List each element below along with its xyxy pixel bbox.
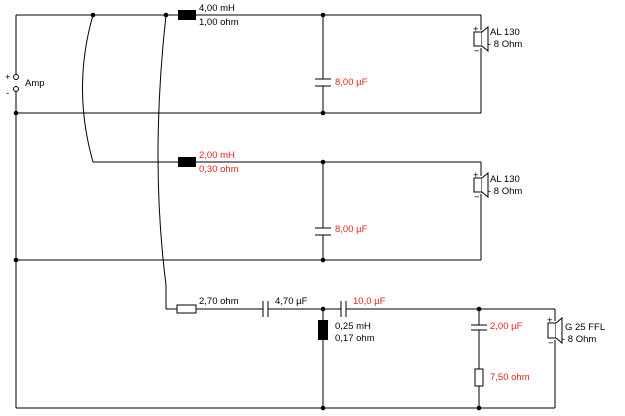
amp-label: Amp — [25, 78, 45, 89]
branch3-inductor-value: 0,25 mH — [335, 321, 371, 332]
branch1: 4,00 mH 1,00 ohm 8,00 µF + − AL 130 - 8 … — [178, 3, 522, 88]
branch1-speaker-minus: − — [474, 46, 480, 57]
branch1-inductor-resistance: 1,00 ohm — [199, 17, 239, 28]
branch2-inductor-resistance: 0,30 ohm — [199, 164, 239, 175]
junction-dot — [476, 306, 482, 312]
branch2-inductor-value: 2,00 mH — [199, 150, 235, 161]
branch3-inductor — [318, 320, 328, 340]
branch3-speaker-plus: + — [547, 315, 553, 326]
junction-dot — [163, 12, 169, 18]
branch3-resistor2 — [474, 368, 484, 387]
branch2-speaker-name: AL 130 — [490, 174, 520, 185]
branch2-inductor — [178, 157, 196, 167]
branch1-speaker-icon — [473, 25, 489, 53]
branch2-speaker-plus: + — [473, 170, 479, 181]
junction-dot — [320, 405, 326, 411]
branch3-capacitor3-value: 2,00 µF — [490, 321, 523, 332]
junction-dot — [320, 12, 326, 18]
branch2-speaker-impedance: - 8 Ohm — [488, 186, 522, 197]
junctions — [13, 12, 482, 411]
branch2-capacitor-value: 8,00 µF — [335, 224, 368, 235]
branch2-feeder — [82, 14, 94, 163]
branch1-inductor — [178, 10, 196, 20]
branch3-inductor-resistance: 0,17 ohm — [335, 333, 375, 344]
amp-minus-label: - — [6, 88, 9, 99]
branch2-speaker-icon — [473, 171, 489, 199]
branch3-resistor — [176, 304, 197, 314]
branch3: 2,70 ohm 4,70 µF 10,0 µF 0,25 mH 0,17 oh… — [176, 296, 605, 387]
junction-dot — [320, 306, 326, 312]
amp-minus-terminal — [13, 86, 19, 92]
branch2-speaker-minus: − — [474, 192, 480, 203]
junction-dot — [320, 257, 326, 263]
branch1-speaker-name: AL 130 — [490, 27, 520, 38]
branch1-speaker-impedance: - 8 Ohm — [488, 39, 522, 50]
junction-dot — [13, 110, 19, 116]
junction-dot — [13, 257, 19, 263]
branch1-speaker-plus: + — [473, 24, 479, 35]
branch3-speaker-minus: − — [548, 338, 554, 349]
branch3-resistor-value: 2,70 ohm — [199, 296, 239, 307]
branch3-resistor2-value: 7,50 ohm — [490, 372, 530, 383]
wires — [15, 14, 556, 409]
branch3-speaker-icon — [547, 316, 563, 345]
amp-plus-terminal — [13, 74, 19, 80]
branch3-capacitor2-value: 10,0 µF — [353, 296, 386, 307]
junction-dot — [90, 12, 96, 18]
branch1-capacitor-value: 8,00 µF — [335, 77, 368, 88]
branch3-feeder — [157, 14, 167, 286]
branch3-speaker-impedance: - 8 Ohm — [562, 334, 596, 345]
branch1-inductor-value: 4,00 mH — [199, 3, 235, 14]
amp-terminals: + - Amp — [5, 72, 45, 99]
amp-plus-label: + — [5, 72, 11, 83]
branch3-speaker-name: G 25 FFL — [565, 322, 605, 333]
junction-dot — [476, 405, 482, 411]
branch2: 2,00 mH 0,30 ohm 8,00 µF + − AL 130 - 8 … — [178, 150, 522, 236]
junction-dot — [320, 159, 326, 165]
branch3-capacitor1-value: 4,70 µF — [275, 296, 308, 307]
junction-dot — [320, 110, 326, 116]
